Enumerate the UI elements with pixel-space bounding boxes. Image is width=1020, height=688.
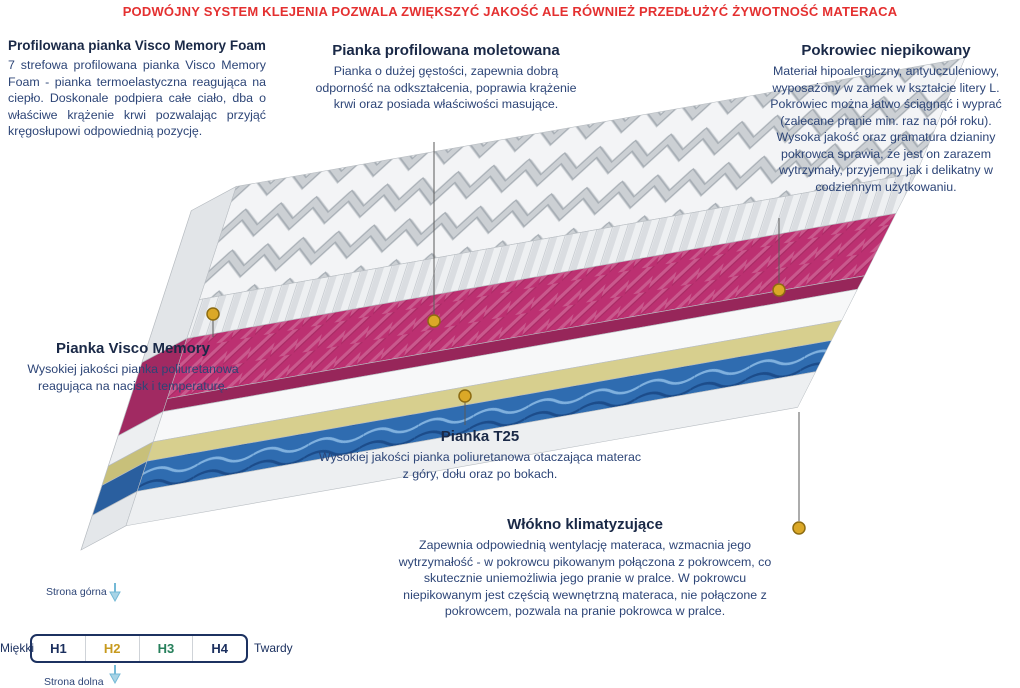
hardness-scale: Strona górna Miękki H1 H2 H3 H4 Twardy S…: [0, 580, 320, 688]
annotation-wlokno-body: Zapewnia odpowiednią wentylację materaca…: [398, 538, 772, 618]
layer-base-white: [125, 371, 817, 527]
hardness-level-h4: H4: [192, 636, 246, 661]
scale-bottom-side-label: Strona dolna: [44, 676, 104, 688]
marker-dot-visco-memory: [206, 307, 220, 321]
connector-lines: [212, 142, 800, 521]
annotation-visco-memory-title: Pianka Visco Memory: [56, 340, 210, 357]
annotation-moletowana-body: Pianka o dużej gęstości, zapewnia dobrą …: [315, 64, 577, 111]
marker-dot-wlokno: [792, 521, 806, 535]
annotation-wlokno-title: Włókno klimatyzujące: [507, 516, 663, 533]
marker-dot-pokrowiec: [772, 283, 786, 297]
annotation-pokrowiec: Pokrowiec niepikowany Materiał hipoalerg…: [757, 42, 1015, 195]
annotation-visco-foam: Profilowana pianka Visco Memory Foam 7 s…: [8, 38, 266, 140]
hardness-level-h2: H2: [84, 636, 139, 661]
scale-soft-label: Miękki: [0, 641, 35, 655]
hardness-levels-box: H1 H2 H3 H4: [30, 634, 248, 663]
arrow-down-icon: [109, 583, 121, 602]
scale-hard-label: Twardy: [254, 641, 293, 655]
annotation-visco-memory-body: Wysokiej jakości pianka poliuretanowa re…: [27, 362, 239, 393]
hardness-level-h3: H3: [138, 636, 193, 661]
annotation-pokrowiec-title: Pokrowiec niepikowany: [801, 42, 971, 59]
arrow-down-icon: [109, 665, 121, 684]
marker-dot-t25: [458, 389, 472, 403]
annotation-visco-foam-title: Profilowana pianka Visco Memory Foam: [8, 38, 266, 53]
mattress-3d-group: [80, 57, 966, 551]
annotation-wlokno: Włókno klimatyzujące Zapewnia odpowiedni…: [385, 516, 785, 620]
annotation-moletowana: Pianka profilowana moletowana Pianka o d…: [312, 42, 580, 113]
mattress-layer-bands: [125, 57, 966, 527]
annotation-t25-title: Pianka T25: [440, 428, 520, 445]
hardness-level-h1: H1: [50, 641, 67, 656]
annotation-visco-memory: Pianka Visco Memory Wysokiej jakości pia…: [6, 340, 260, 394]
marker-dot-moletowana: [427, 314, 441, 328]
annotation-t25-body: Wysokiej jakości pianka poliuretanowa ot…: [318, 450, 642, 481]
layer-markers: [206, 283, 806, 535]
scale-top-side-label: Strona górna: [46, 586, 107, 598]
annotation-pokrowiec-body: Materiał hipoalergiczny, antyuczuleniowy…: [770, 64, 1002, 194]
annotation-moletowana-title: Pianka profilowana moletowana: [332, 42, 560, 59]
annotation-t25: Pianka T25 Wysokiej jakości pianka poliu…: [315, 428, 645, 482]
top-banner: PODWÓJNY SYSTEM KLEJENIA POZWALA ZWIĘKSZ…: [122, 4, 898, 19]
annotation-visco-foam-body: 7 strefowa profilowana pianka Visco Memo…: [8, 58, 266, 138]
